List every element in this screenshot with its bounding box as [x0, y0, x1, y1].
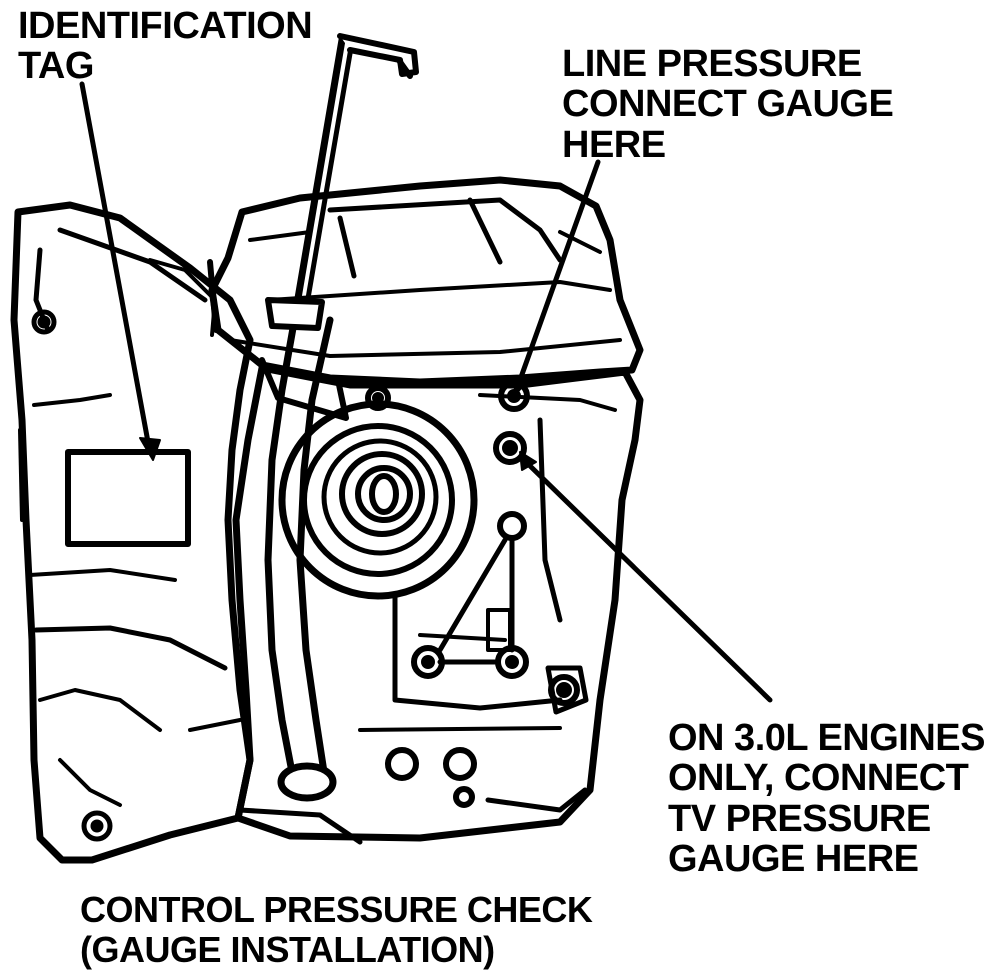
figure-caption-line-2: (GAUGE INSTALLATION)	[80, 929, 495, 971]
tv-pressure-label-line-1: ON 3.0L ENGINES	[668, 717, 986, 759]
line-pressure-label-line-3: HERE	[562, 123, 666, 166]
figure-caption: CONTROL PRESSURE CHECK (GAUGE INSTALLATI…	[80, 889, 593, 971]
identification-tag-leader	[79, 81, 151, 445]
line-pressure-label-line-1: LINE PRESSURE	[562, 43, 862, 85]
identification-tag-plate	[65, 449, 191, 547]
identification-tag-label: IDENTIFICATION TAG	[18, 5, 313, 88]
tv-pressure-port	[493, 431, 527, 465]
leader-lines	[79, 81, 773, 703]
tv-pressure-label: ON 3.0L ENGINES ONLY, CONNECT TV PRESSUR…	[668, 717, 986, 880]
tv-pressure-label-line-4: GAUGE HERE	[668, 837, 919, 880]
figure-caption-line-1: CONTROL PRESSURE CHECK	[80, 889, 593, 930]
tv-pressure-label-line-2: ONLY, CONNECT	[668, 757, 969, 800]
identification-tag-label-line-2: TAG	[18, 45, 94, 88]
governor-cover	[278, 400, 478, 600]
case-body	[232, 364, 644, 845]
line-pressure-leader	[517, 159, 601, 383]
oil-pan	[207, 176, 644, 386]
identification-tag-arrowhead	[139, 437, 161, 461]
line-pressure-label-line-2: CONNECT GAUGE	[562, 83, 894, 126]
vent-tube	[259, 33, 419, 802]
line-pressure-arrowhead	[511, 375, 529, 395]
identification-tag-label-line-1: IDENTIFICATION	[18, 5, 313, 47]
line-pressure-label: LINE PRESSURE CONNECT GAUGE HERE	[562, 43, 894, 166]
tv-pressure-arrowhead	[519, 451, 537, 471]
tv-pressure-leader	[523, 459, 773, 703]
tv-pressure-label-line-3: TV PRESSURE	[668, 797, 931, 840]
